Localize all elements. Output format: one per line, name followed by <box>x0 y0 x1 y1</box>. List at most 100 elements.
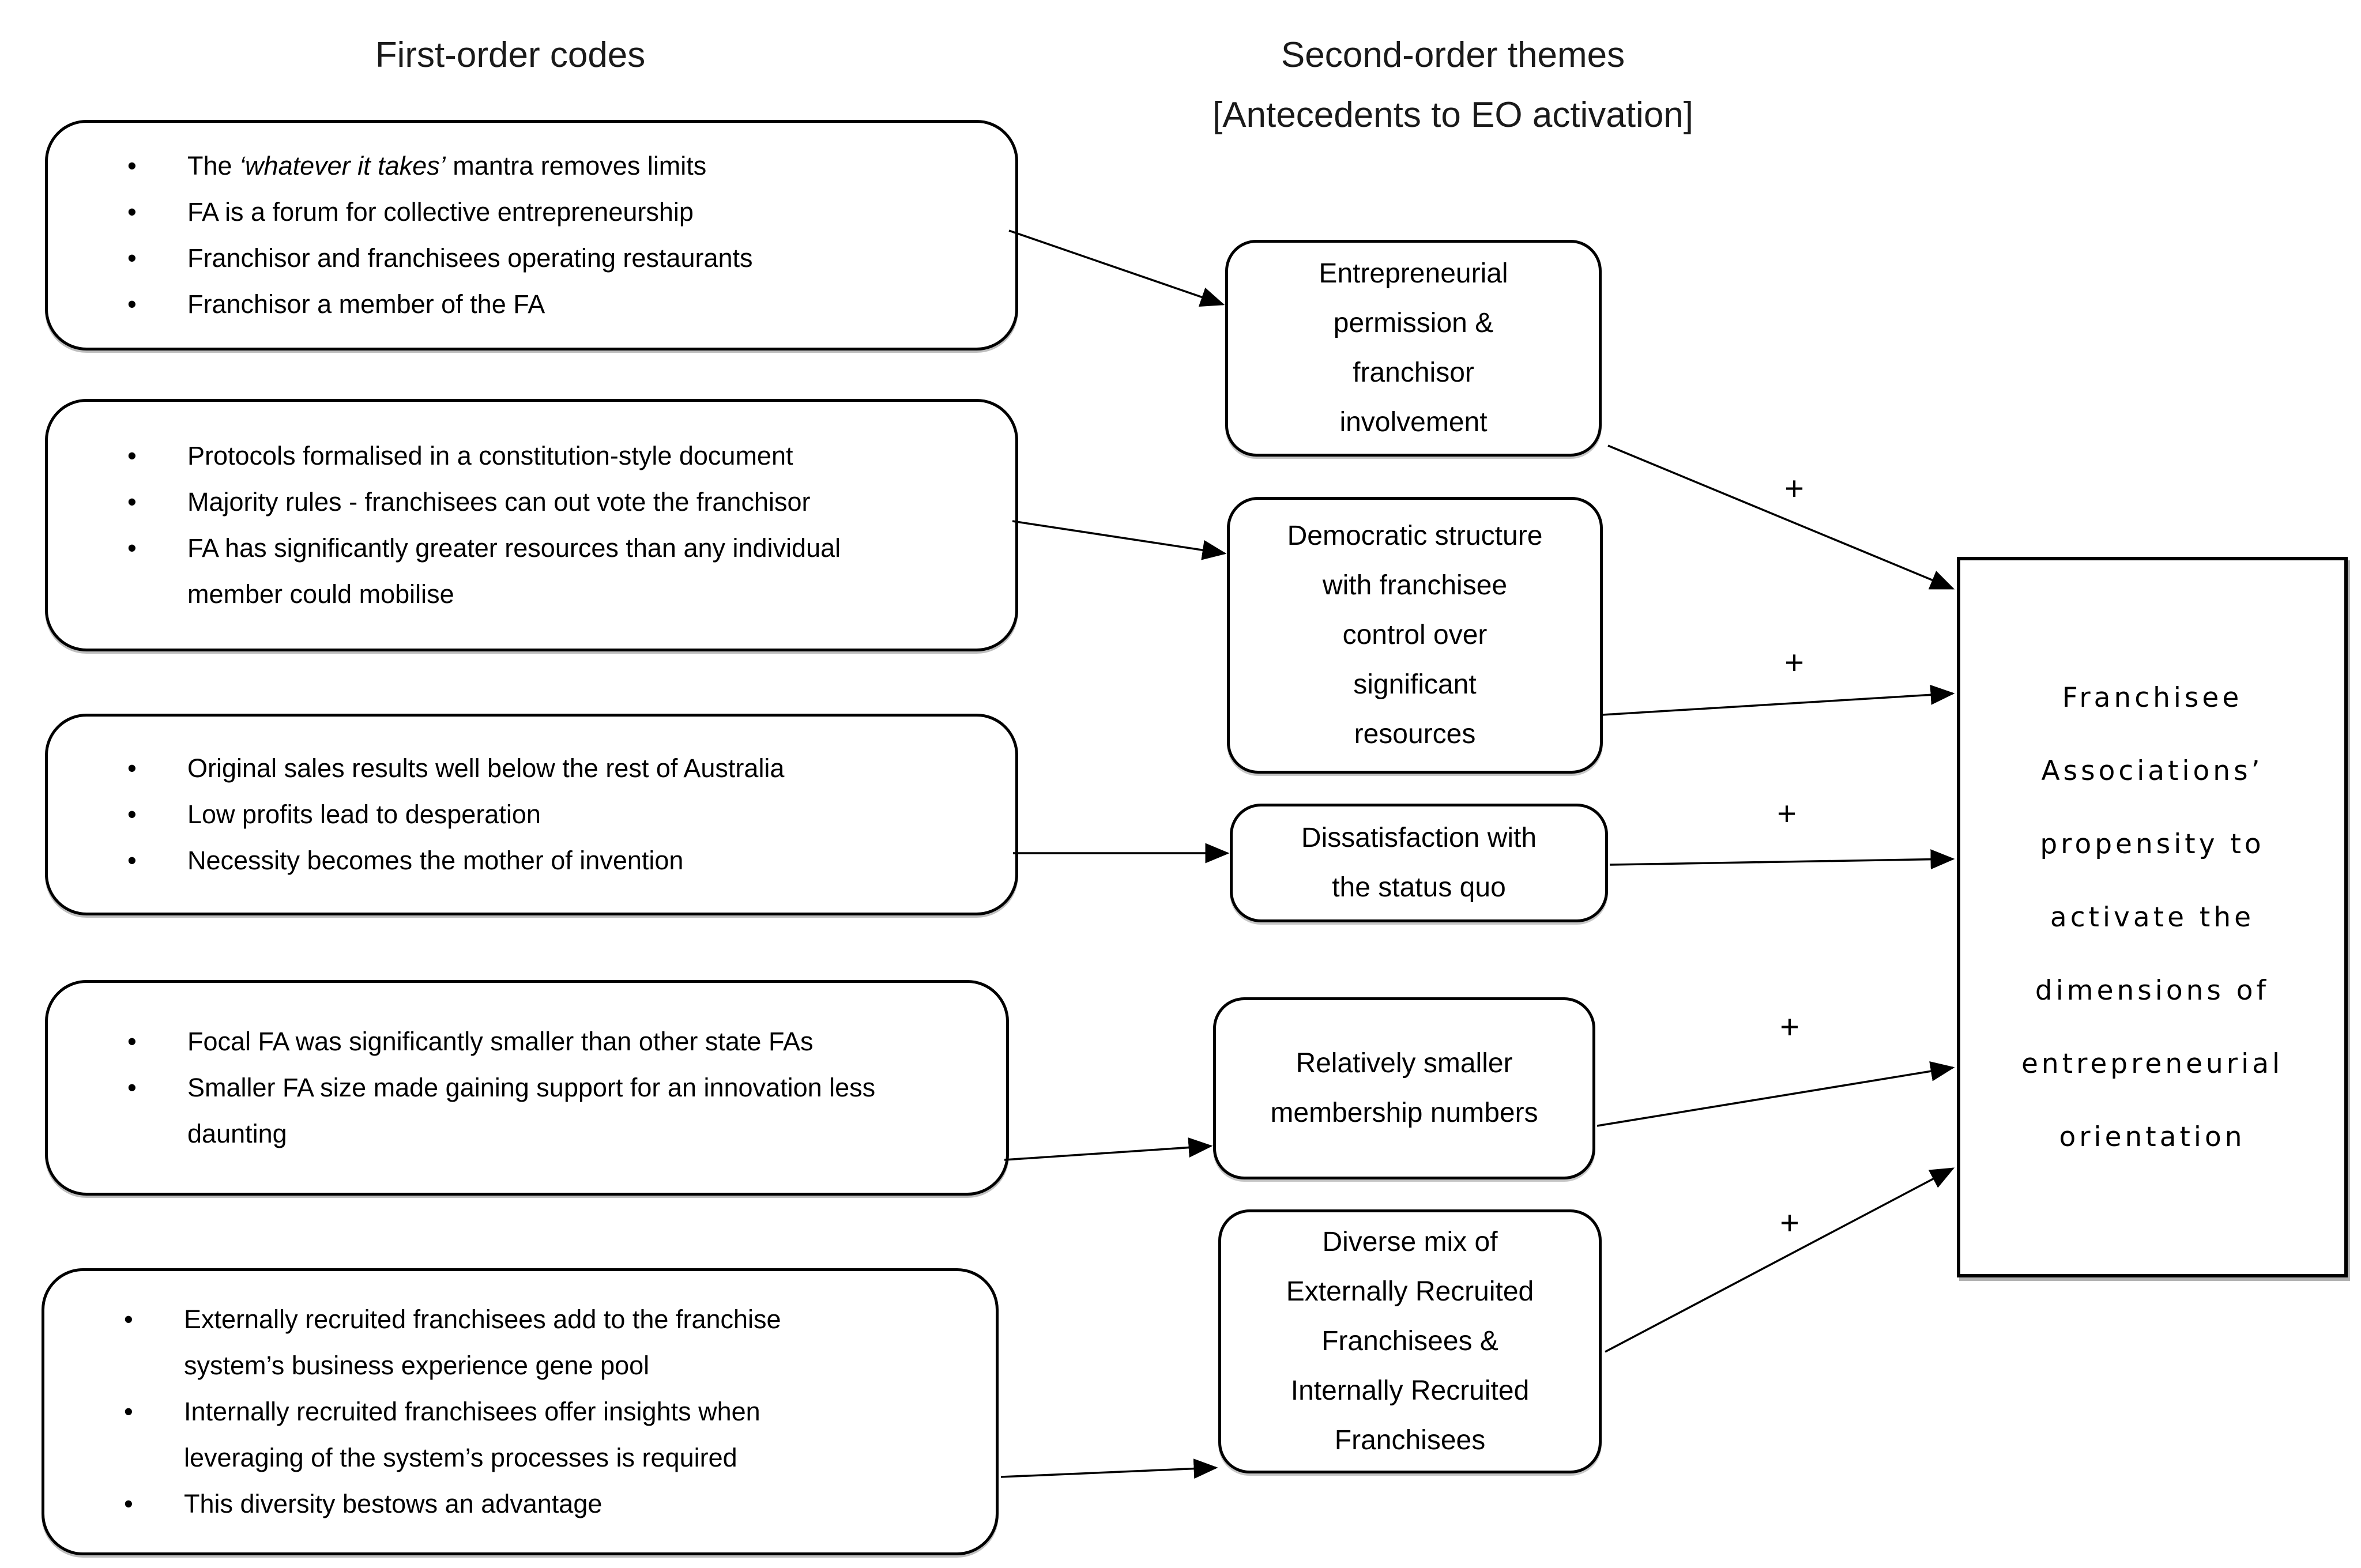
arrow-codes1-to-theme1 <box>1008 229 1225 307</box>
text-line: Franchisees & <box>1321 1326 1498 1356</box>
first-order-box-dissatisfaction: •Original sales results well below the r… <box>45 714 1018 915</box>
text-line: Protocols formalised in a constitution-s… <box>187 441 793 470</box>
theme-box-democratic-structure: Democratic structure with franchisee contr… <box>1227 497 1603 774</box>
bullet-icon: • <box>127 151 137 180</box>
bullet-item: •Necessity becomes the mother of inventi… <box>48 838 992 884</box>
plus-sign-3: + <box>1777 795 1797 832</box>
second-order-title-line2: [Antecedents to EO activation] <box>1212 95 1694 135</box>
bullet-text: The ‘whatever it takes’ mantra removes l… <box>187 143 992 189</box>
first-order-bullet-list: •Original sales results well below the r… <box>48 745 1015 884</box>
first-order-bullet-list: • Protocols formalised in a constitution-… <box>48 433 1015 617</box>
bullet-text: Low profits lead to desperation <box>187 791 992 838</box>
bullet-icon: • <box>127 1027 137 1056</box>
bullet-item: • Smaller FA size made gaining support fo… <box>48 1065 983 1157</box>
bullet-icon: • <box>127 533 137 563</box>
text-line: Externally recruited franchisees add to … <box>184 1305 781 1334</box>
second-order-title-line1: Second-order themes <box>1281 35 1625 75</box>
bullet-icon: • <box>124 1397 133 1426</box>
bullet-icon: • <box>127 1073 137 1102</box>
plus-sign-4: + <box>1780 1008 1799 1046</box>
text-line: Majority rules - franchisees can out vot… <box>187 487 811 517</box>
bullet-icon: • <box>127 289 137 319</box>
text-line: Dissatisfaction with <box>1301 823 1537 853</box>
text-line: entrepreneurial <box>2021 1047 2284 1080</box>
first-order-box-smaller-membership: • Focal FA was significantly smaller than… <box>45 980 1009 1196</box>
theme-box-dissatisfaction-status-quo: Dissatisfaction with the status quo <box>1230 804 1608 922</box>
first-order-bullet-list: • Externally recruited franchisees add to… <box>44 1296 996 1527</box>
text-line: system’s business experience gene pool <box>184 1351 650 1380</box>
text-line: leveraging of the system’s processes is … <box>184 1443 737 1472</box>
bullet-item: • Franchisor a member of the FA <box>48 281 992 327</box>
text-line: Franchisee <box>2062 681 2243 714</box>
arrow-theme4-to-outcome <box>1596 1061 1955 1127</box>
text-line: Democratic structure <box>1287 521 1543 551</box>
bullet-text: Internally recruited franchisees offer i… <box>184 1389 973 1481</box>
bullet-item: • The ‘whatever it takes’ mantra removes … <box>48 143 992 189</box>
text-line: Focal FA was significantly smaller than … <box>187 1027 814 1056</box>
first-order-bullet-list: • Focal FA was significantly smaller than… <box>48 1019 1006 1157</box>
text-line: involvement <box>1339 407 1488 438</box>
text-line: FA is a forum for collective entrepreneu… <box>187 197 694 227</box>
text-line: Franchisor and franchisees operating res… <box>187 243 753 273</box>
bullet-item: • Externally recruited franchisees add to… <box>44 1296 973 1389</box>
text-line: daunting <box>187 1119 287 1148</box>
text-line: with franchisee <box>1322 570 1508 601</box>
bullet-text: Franchisor a member of the FA <box>187 281 992 327</box>
bullet-text: Majority rules - franchisees can out vot… <box>187 479 992 525</box>
bullet-text: Focal FA was significantly smaller than … <box>187 1019 983 1065</box>
text-line: Associations’ <box>2041 755 2264 787</box>
text-line: Externally Recruited <box>1286 1276 1534 1307</box>
bullet-text: Necessity becomes the mother of inventio… <box>187 838 992 884</box>
text-line: the status quo <box>1332 872 1506 903</box>
bullet-item: •Low profits lead to desperation <box>48 791 992 838</box>
first-order-box-democratic-structure: • Protocols formalised in a constitution-… <box>45 399 1018 651</box>
text-line: Franchisees <box>1334 1425 1486 1456</box>
text-line: Franchisor a member of the FA <box>187 289 545 319</box>
arrow-codes2-to-theme2 <box>1012 520 1227 560</box>
text-line: Necessity becomes the mother of inventio… <box>187 846 684 875</box>
first-order-box-diverse-mix: • Externally recruited franchisees add to… <box>42 1268 999 1555</box>
text-line: significant <box>1353 669 1477 700</box>
plus-sign-1: + <box>1784 470 1804 507</box>
bullet-item: • Focal FA was significantly smaller than… <box>48 1019 983 1065</box>
arrow-codes4-to-theme4 <box>1004 1137 1213 1161</box>
text-line: Entrepreneurial <box>1319 258 1508 289</box>
bullet-icon: • <box>124 1305 133 1334</box>
text-line: Internally recruited franchisees offer i… <box>184 1397 760 1426</box>
plus-sign-2: + <box>1784 644 1804 681</box>
text-line: member could mobilise <box>187 579 454 609</box>
bullet-text: Externally recruited franchisees add to … <box>184 1296 973 1389</box>
bullet-icon: • <box>127 197 137 227</box>
bullet-item: •Majority rules - franchisees can out vo… <box>48 479 992 525</box>
text-line: Smaller FA size made gaining support for… <box>187 1073 876 1102</box>
text-line: control over <box>1342 620 1488 650</box>
bullet-text: Original sales results well below the re… <box>187 745 992 791</box>
bullet-item: • FA is a forum for collective entreprene… <box>48 189 992 235</box>
text-line: FA has significantly greater resources t… <box>187 533 841 563</box>
bullet-icon: • <box>127 441 137 470</box>
text-line: The ‘whatever it takes’ mantra removes l… <box>187 151 707 180</box>
text-line: activate the <box>2050 901 2255 933</box>
first-order-bullet-list: • The ‘whatever it takes’ mantra removes … <box>48 143 1015 327</box>
theme-box-entrepreneurial-permission: Entrepreneurial permission & franchisor inv… <box>1225 240 1602 457</box>
text-line: franchisor <box>1353 357 1474 388</box>
text-line: This diversity bestows an advantage <box>184 1489 603 1518</box>
arrow-theme2-to-outcome <box>1602 684 1955 716</box>
text-line: permission & <box>1333 308 1494 338</box>
text-line: Diverse mix of <box>1322 1227 1498 1257</box>
plus-sign-5: + <box>1780 1204 1799 1242</box>
bullet-item: • Protocols formalised in a constitution-… <box>48 433 992 479</box>
text-line: resources <box>1354 719 1476 749</box>
arrow-theme1-to-outcome <box>1607 444 1955 590</box>
text-line: membership numbers <box>1270 1098 1538 1128</box>
text-line: Internally Recruited <box>1290 1375 1530 1406</box>
text-line: dimensions of <box>2035 974 2270 1007</box>
first-order-column-title: First-order codes <box>375 35 646 75</box>
bullet-text: Protocols formalised in a constitution-s… <box>187 433 992 479</box>
bullet-item: • Internally recruited franchisees offer … <box>44 1389 973 1481</box>
arrow-theme5-to-outcome <box>1605 1167 1955 1353</box>
arrow-theme3-to-outcome <box>1609 849 1955 870</box>
